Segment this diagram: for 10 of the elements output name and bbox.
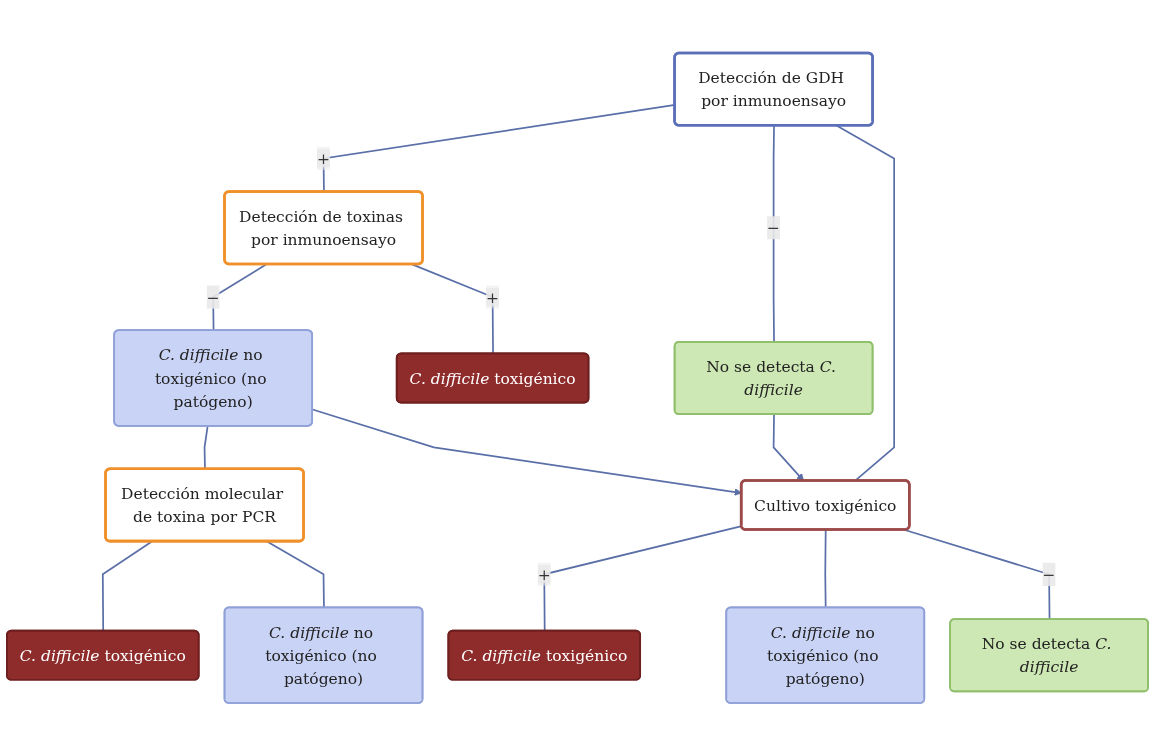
edge-label: + (537, 565, 551, 584)
connector (904, 529, 1051, 621)
edge-label: + (317, 149, 331, 168)
connector (824, 529, 827, 609)
connector (212, 263, 268, 332)
edge-label: + (486, 288, 500, 307)
edge-label: − (767, 218, 781, 237)
connector (411, 263, 494, 355)
edge-label: − (1042, 565, 1056, 584)
edge-label: − (206, 288, 220, 307)
